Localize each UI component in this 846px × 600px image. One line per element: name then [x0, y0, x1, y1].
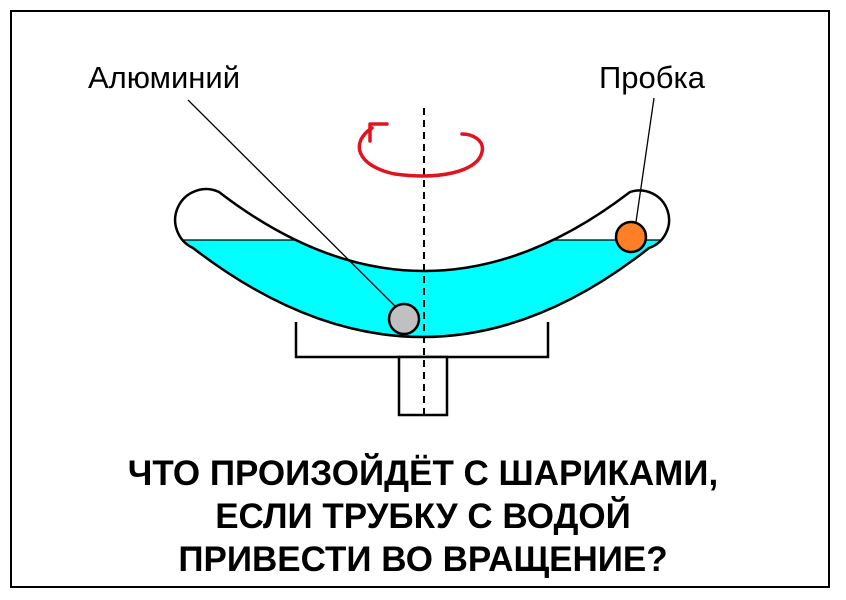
question-line-2: ЕСЛИ ТРУБКУ С ВОДОЙ [215, 497, 631, 536]
question-line-1: ЧТО ПРОИЗОЙДЁТ С ШАРИКАМИ, [127, 454, 719, 493]
cork-leader-line [635, 97, 655, 223]
aluminum-leader-line [187, 99, 396, 307]
rotation-arrow-icon [357, 122, 485, 178]
aluminum-ball [387, 302, 421, 336]
question-text: ЧТО ПРОИЗОЙДЁТ С ШАРИКАМИ, ЕСЛИ ТРУБКУ С… [0, 452, 846, 581]
cork-ball [614, 220, 648, 254]
question-line-3: ПРИВЕСТИ ВО ВРАЩЕНИЕ? [178, 540, 668, 579]
curved-tube [173, 187, 671, 339]
tube-outline [173, 187, 671, 339]
aluminum-label: Алюминий [88, 60, 241, 95]
cork-label: Пробка [599, 60, 706, 95]
